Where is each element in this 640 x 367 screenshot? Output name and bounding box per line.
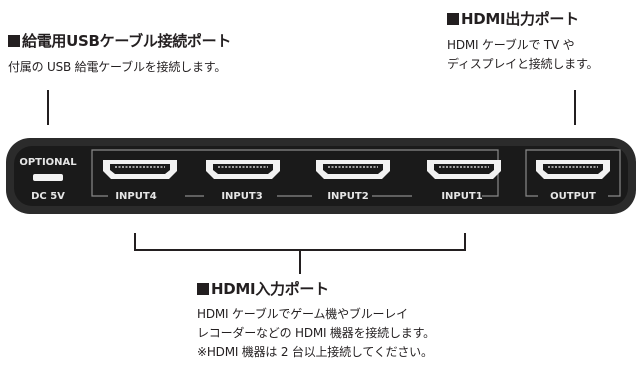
- output-frame: [525, 149, 621, 197]
- port-label-output: OUTPUT: [550, 191, 596, 202]
- hdmi-input-callout-desc-line-2: レコーダーなどの HDMI 機器を接続します。: [197, 326, 435, 340]
- port-label-input1: INPUT1: [441, 191, 482, 202]
- hdmi-port-input4: [103, 160, 177, 179]
- hdmi-input-callout-title: HDMI入力ポート: [197, 280, 435, 299]
- square-bullet-icon: [8, 35, 20, 47]
- hdmi-input-callout-desc-line-1: HDMI ケーブルでゲーム機やブルーレイ: [197, 307, 408, 321]
- port-label-input2: INPUT2: [327, 191, 368, 202]
- hdmi-output-callout-desc-line-2: ディスプレイと接続します。: [447, 57, 599, 71]
- hdmi-port-input2: [316, 160, 390, 179]
- square-bullet-icon: [197, 283, 209, 295]
- port-label-input3: INPUT3: [221, 191, 262, 202]
- hdmi-input-callout: HDMI入力ポート HDMI ケーブルでゲーム機やブルーレイ レコーダーなどの …: [197, 280, 435, 362]
- usb-power-callout: 給電用USBケーブル接続ポート 付属の USB 給電ケーブルを接続します。: [8, 32, 231, 77]
- square-bullet-icon: [447, 13, 459, 25]
- micro-usb-port: [33, 174, 63, 181]
- usb-power-callout-desc: 付属の USB 給電ケーブルを接続します。: [8, 60, 227, 74]
- hdmi-input-callout-title-text: HDMI入力ポート: [211, 280, 329, 298]
- power-label: DC 5V: [31, 191, 65, 202]
- hdmi-port-output: [536, 160, 610, 179]
- hdmi-output-callout: HDMI出力ポート HDMI ケーブルで TV や ディスプレイと接続します。: [447, 10, 599, 74]
- usb-power-callout-title-text: 給電用USBケーブル接続ポート: [22, 32, 232, 50]
- port-label-input4: INPUT4: [115, 191, 156, 202]
- hdmi-output-callout-title-text: HDMI出力ポート: [461, 10, 579, 28]
- hdmi-port-input1: [427, 160, 501, 179]
- hdmi-input-callout-desc-line-3: ※HDMI 機器は 2 台以上接続してください。: [197, 345, 433, 359]
- optional-label: OPTIONAL: [19, 157, 77, 168]
- hdmi-output-callout-desc-line-1: HDMI ケーブルで TV や: [447, 38, 575, 52]
- usb-power-callout-title: 給電用USBケーブル接続ポート: [8, 32, 231, 51]
- hdmi-output-callout-title: HDMI出力ポート: [447, 10, 598, 29]
- input-frame: [91, 149, 499, 197]
- hdmi-port-input3: [206, 160, 280, 179]
- input-bracket: [134, 233, 466, 251]
